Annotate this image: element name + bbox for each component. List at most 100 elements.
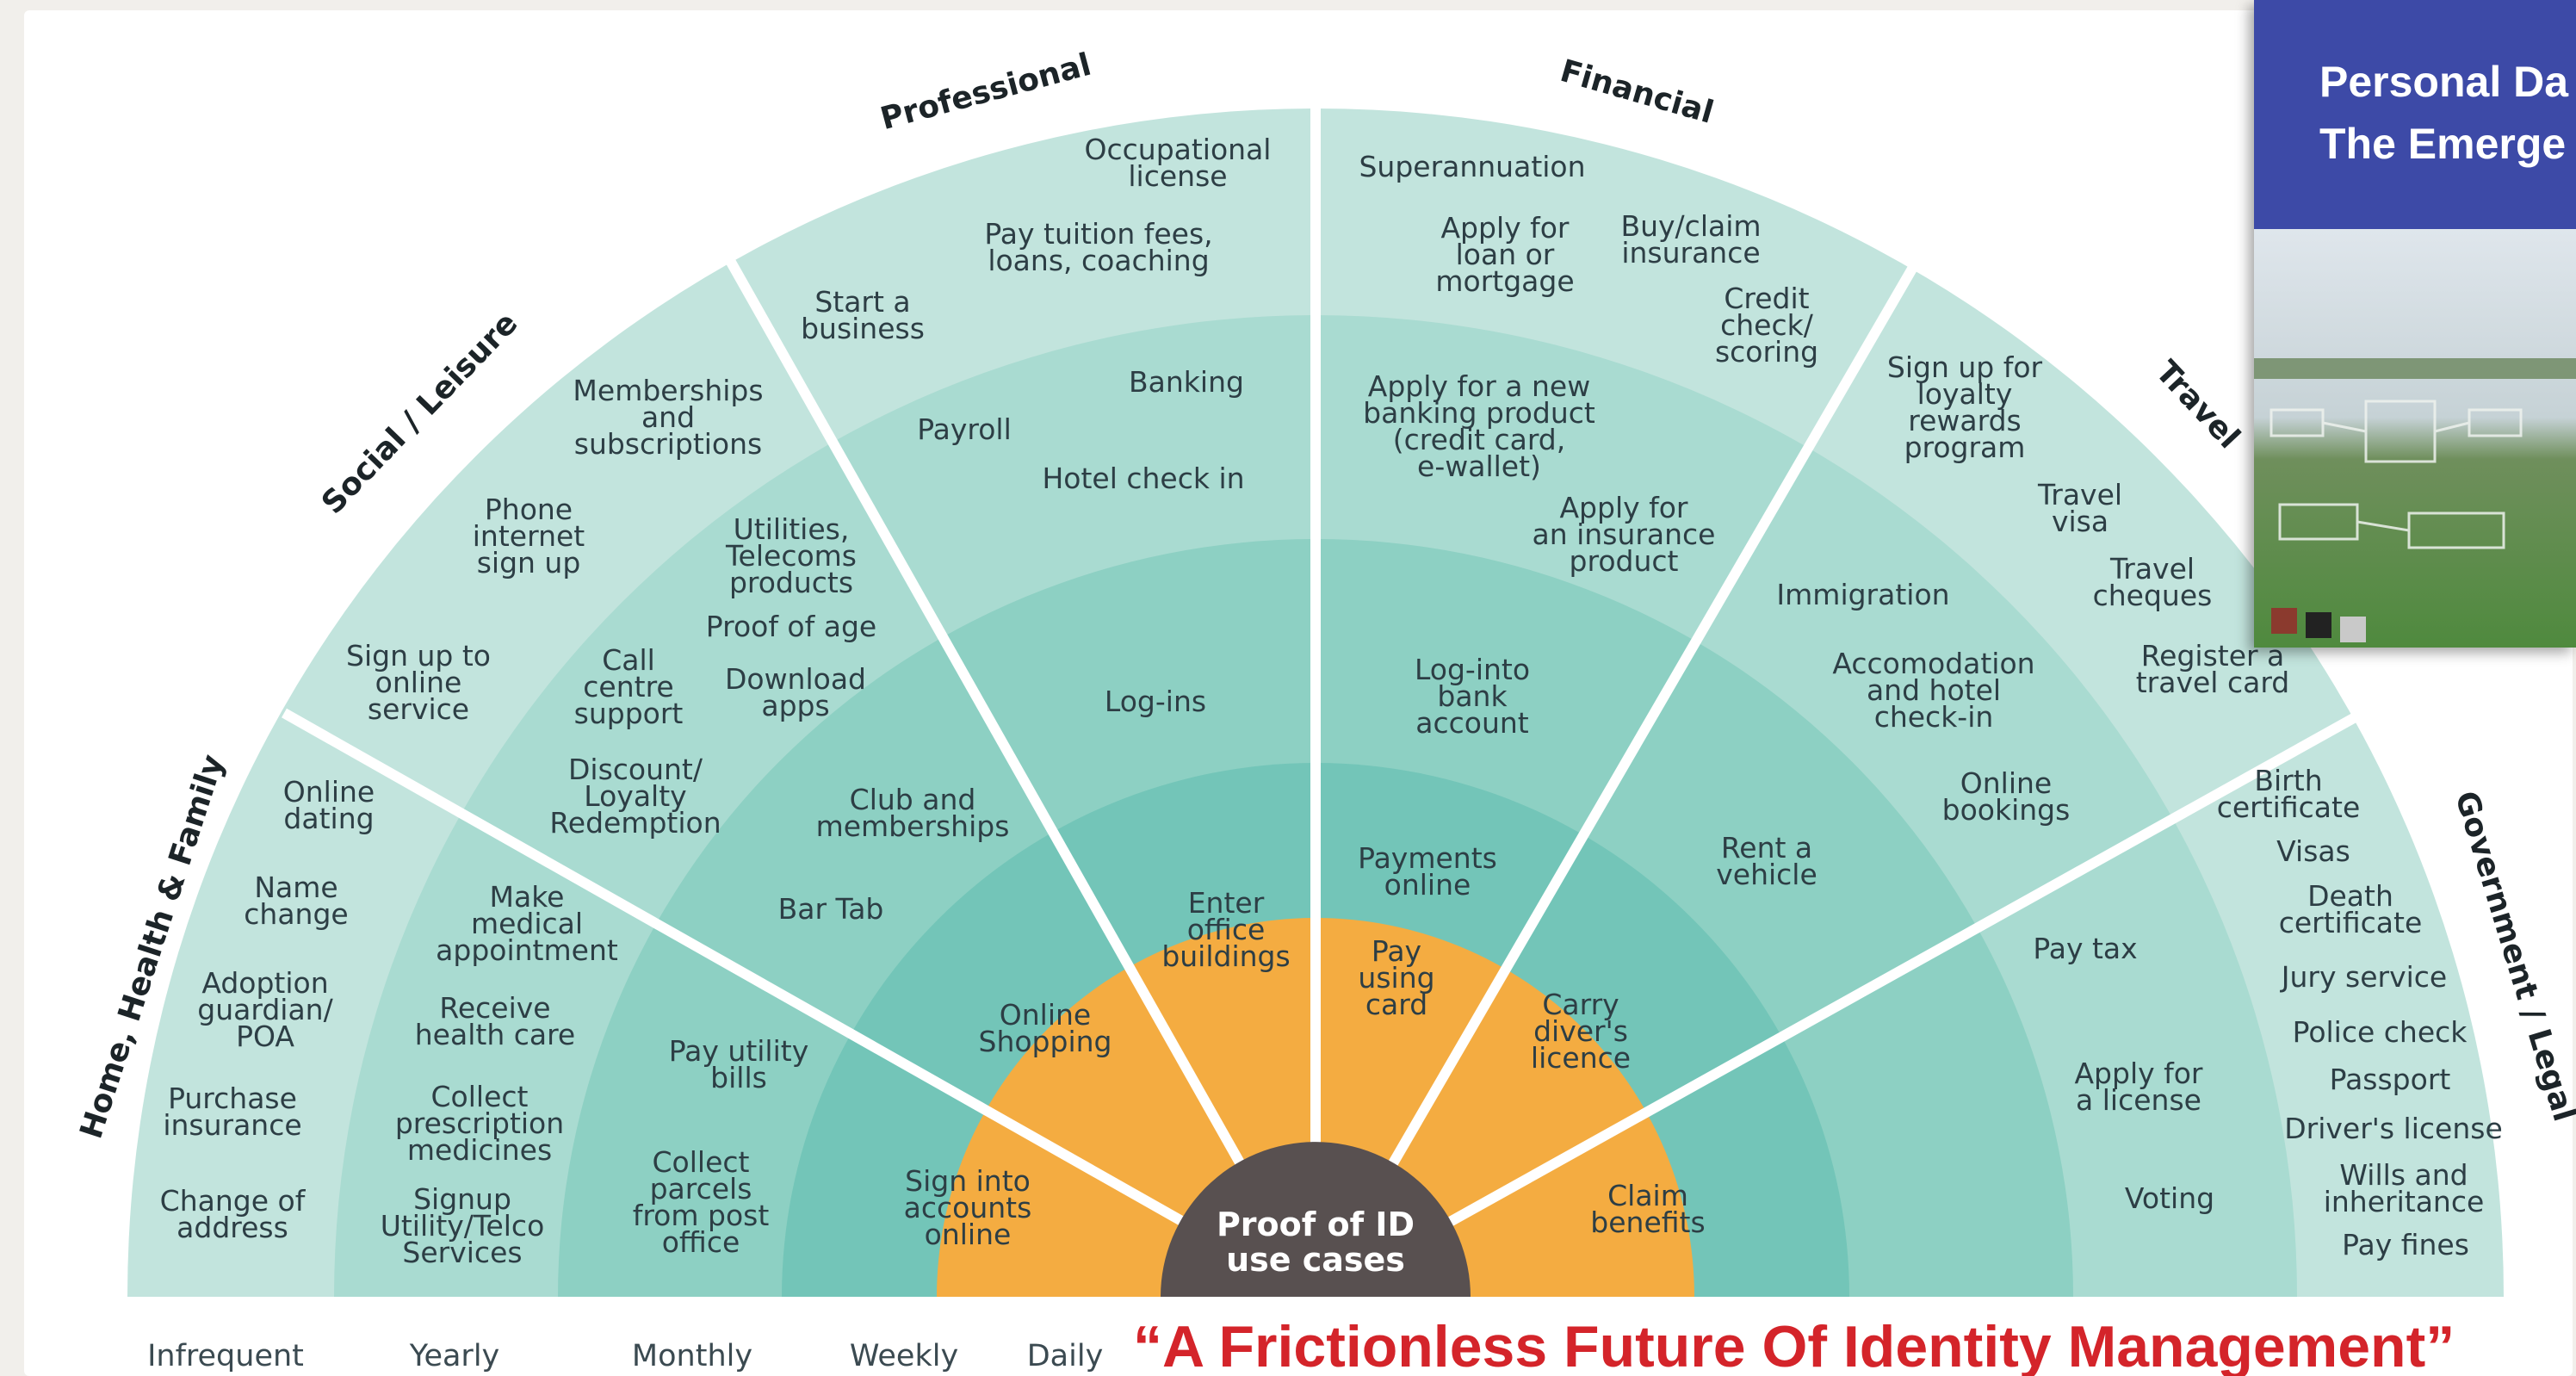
use-case-line: Accomodation [1832, 647, 2034, 680]
use-case-bar-tab: Bar Tab [778, 892, 884, 926]
use-case-line: insurance [1621, 236, 1760, 270]
use-case-line: business [801, 312, 925, 345]
use-case-line: bookings [1942, 793, 2071, 827]
book-title-line-2: The Emerge [2319, 120, 2567, 168]
use-case-line: Pay utility [669, 1034, 809, 1068]
use-case-line: card [1365, 988, 1427, 1021]
use-case-proof-of-age: Proof of age [706, 610, 876, 643]
book-title-line-1: Personal Da [2319, 58, 2569, 106]
use-case-line: vehicle [1716, 858, 1817, 891]
use-case-line: Carry [1542, 988, 1619, 1021]
use-case-line: Name [254, 871, 337, 904]
use-case-line: Rent a [1721, 831, 1812, 865]
use-case-line: Adoption [201, 966, 328, 1000]
sector-divider-5 [720, 249, 1321, 1299]
use-case-line: certificate [2279, 906, 2423, 939]
use-case-line: bills [710, 1061, 767, 1094]
use-case-line: memberships [816, 809, 1010, 843]
use-case-line: Travel [2109, 552, 2195, 586]
use-case-line: address [176, 1211, 288, 1244]
use-case-line: travel card [2136, 666, 2290, 699]
use-case-line: Pay fines [2342, 1228, 2469, 1261]
use-case-line: prescription [395, 1106, 564, 1140]
use-case-line: mortgage [1435, 264, 1574, 298]
use-case-line: Pay tax [2033, 932, 2137, 965]
use-case-line: sign up [477, 546, 581, 580]
use-case-line: Police check [2293, 1015, 2468, 1049]
use-case-line: Travel [2037, 478, 2122, 511]
use-case-line: license [1128, 159, 1227, 193]
use-case-line: product [1570, 544, 1679, 578]
tagline: “A Frictionless Future Of Identity Manag… [1133, 1317, 2455, 1376]
use-case-fines: Pay fines [2342, 1228, 2469, 1261]
use-case-line: Bar Tab [778, 892, 884, 926]
use-case-line: Signup [413, 1182, 511, 1216]
center-hub-shape [1161, 1142, 1471, 1297]
use-case-line: Birth [2254, 764, 2322, 797]
use-case-line: Change of [160, 1184, 307, 1218]
use-case-line: Shopping [979, 1025, 1112, 1058]
book-cover-thumbnail: Personal Da The Emerge [2254, 0, 2576, 648]
use-case-line: internet [473, 519, 585, 553]
use-case-line: Online [283, 775, 375, 809]
use-case-line: Redemption [549, 806, 721, 840]
use-case-line: dating [283, 802, 374, 835]
use-case-line: Jury service [2280, 960, 2447, 994]
use-case-line: using [1358, 961, 1434, 995]
use-case-line: licence [1531, 1041, 1631, 1075]
use-case-line: parcels [650, 1172, 752, 1206]
use-case-line: Hotel check in [1042, 462, 1244, 495]
category-professional: Professional [876, 47, 1094, 138]
use-case-pay-tax: Pay tax [2033, 932, 2137, 965]
use-case-line: Collect [431, 1080, 529, 1113]
use-case-line: support [574, 697, 684, 730]
use-case-passport: Passport [2330, 1063, 2451, 1096]
use-case-visas: Visas [2276, 834, 2350, 868]
use-case-line: cheques [2093, 579, 2213, 612]
use-case-line: Collect [653, 1145, 750, 1179]
frequency-label-weekly: Weekly [850, 1339, 958, 1373]
use-case-line: (credit card, [1393, 423, 1566, 456]
use-case-line: apps [761, 689, 829, 722]
use-case-line: Loyalty [584, 779, 686, 813]
use-case-line: certificate [2217, 790, 2361, 824]
use-case-logins: Log-ins [1105, 685, 1206, 718]
use-case-line: Payments [1358, 841, 1497, 875]
category-dividers [282, 108, 2369, 1302]
use-case-line: Wills and [2339, 1158, 2468, 1192]
use-case-line: and [641, 400, 695, 434]
use-case-line: Telecoms [725, 539, 857, 573]
center-title-line-1: Proof of ID [1217, 1206, 1415, 1243]
use-case-line: diver's [1533, 1014, 1628, 1048]
use-case-line: scoring [1715, 335, 1818, 369]
use-case-line: Credit [1724, 282, 1809, 315]
use-case-line: Visas [2276, 834, 2350, 868]
use-case-line: online [1384, 868, 1471, 902]
use-case-line: Log-ins [1105, 685, 1206, 718]
use-case-line: Sign into [905, 1164, 1031, 1198]
use-case-line: an insurance [1533, 518, 1716, 551]
use-case-line: Payroll [917, 412, 1012, 446]
use-case-line: service [368, 692, 469, 726]
